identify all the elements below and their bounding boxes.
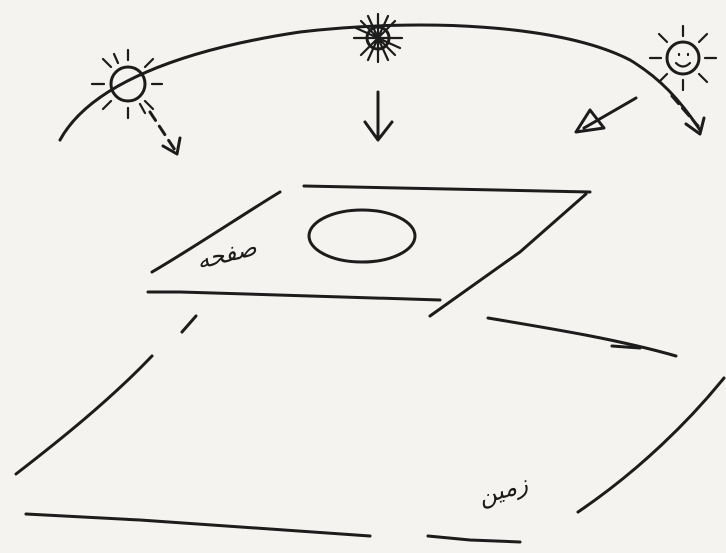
sun-top-icon [354,14,402,62]
sunray-arrow-top [365,92,392,140]
sunray-arrow-left [150,112,180,154]
sun-left-icon [92,50,162,118]
paper-hole [309,210,415,262]
sunray-arrow-right-inward [576,98,636,132]
ground-plane [16,316,724,542]
sun-right-icon [650,26,716,90]
